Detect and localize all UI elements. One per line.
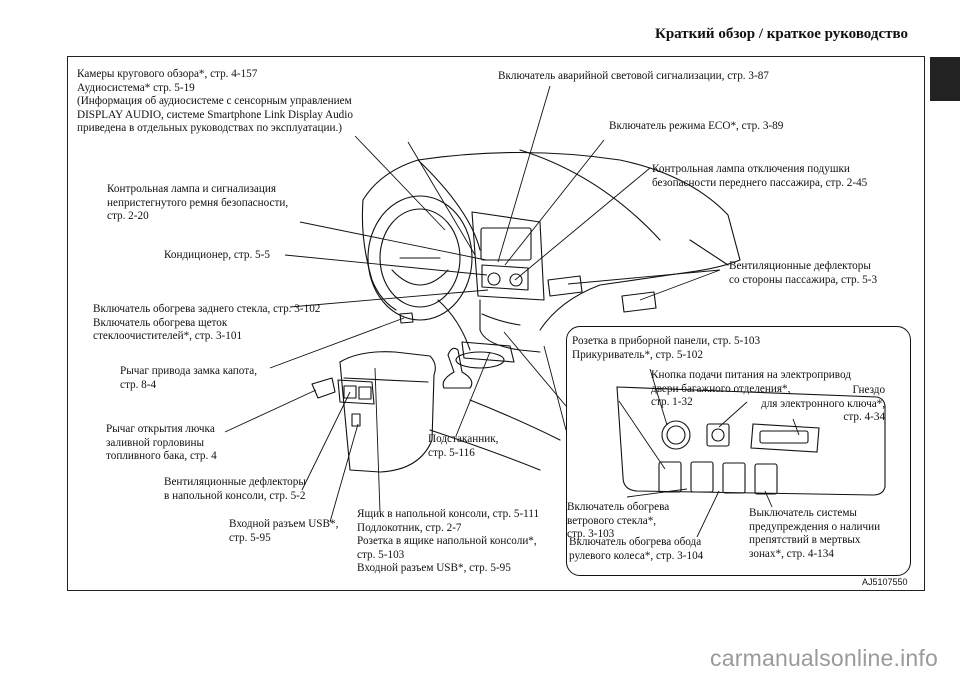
label-blindspot-switch: Выключатель системы предупреждения о нал…	[749, 507, 881, 560]
label-console-vents: Вентиляционные дефлекторы в напольной ко…	[164, 476, 306, 502]
watermark-text: carmanualsonline.info	[710, 645, 938, 671]
label-hood-release: Рычаг привода замка капота, стр. 8-4	[120, 365, 258, 391]
section-tab-marker	[930, 57, 960, 101]
label-key-slot: Гнездо для электронного ключа*, стр. 4-3…	[761, 384, 886, 424]
label-rear-defogger: Включатель обогрева заднего стекла, стр.…	[93, 303, 321, 343]
switch-panel-drawing	[616, 368, 886, 538]
switch-panel-inset: Розетка в приборной панели, стр. 5-103 П…	[566, 326, 911, 576]
illustration-frame	[67, 56, 925, 591]
label-cameras-audio: Камеры кругового обзора*, стр. 4-157 Ауд…	[77, 68, 353, 135]
label-passenger-vents: Вентиляционные дефлекторы со стороны пас…	[729, 260, 878, 286]
label-seatbelt-warning: Контрольная лампа и сигнализация неприст…	[107, 183, 289, 223]
label-windshield-heater: Включатель обогрева ветрового стекла*, с…	[567, 501, 670, 541]
label-air-conditioner: Кондиционер, стр. 5-5	[164, 249, 270, 261]
figure-reference-code: AJ5107550	[862, 577, 908, 587]
label-fuel-door-lever: Рычаг открытия лючка заливной горловины …	[106, 423, 217, 463]
label-wheel-heater: Включатель обогрева обода рулевого колес…	[569, 536, 704, 562]
label-console-box: Ящик в напольной консоли, стр. 5-111 Под…	[357, 508, 540, 575]
label-cupholder: Подстаканник, стр. 5-116	[428, 433, 499, 459]
label-dash-outlet: Розетка в приборной панели, стр. 5-103 П…	[572, 335, 761, 361]
page-header-title: Краткий обзор / краткое руководство	[654, 26, 908, 42]
label-eco-switch: Включатель режима ECO*, стр. 3-89	[609, 120, 784, 132]
label-tailgate-button: Кнопка подачи питания на электропривод д…	[651, 369, 851, 409]
label-hazard-switch: Включатель аварийной световой сигнализац…	[498, 70, 769, 82]
label-usb-front: Входной разъем USB*, стр. 5-95	[229, 518, 339, 544]
label-airbag-off-lamp: Контрольная лампа отключения подушки без…	[652, 163, 868, 189]
